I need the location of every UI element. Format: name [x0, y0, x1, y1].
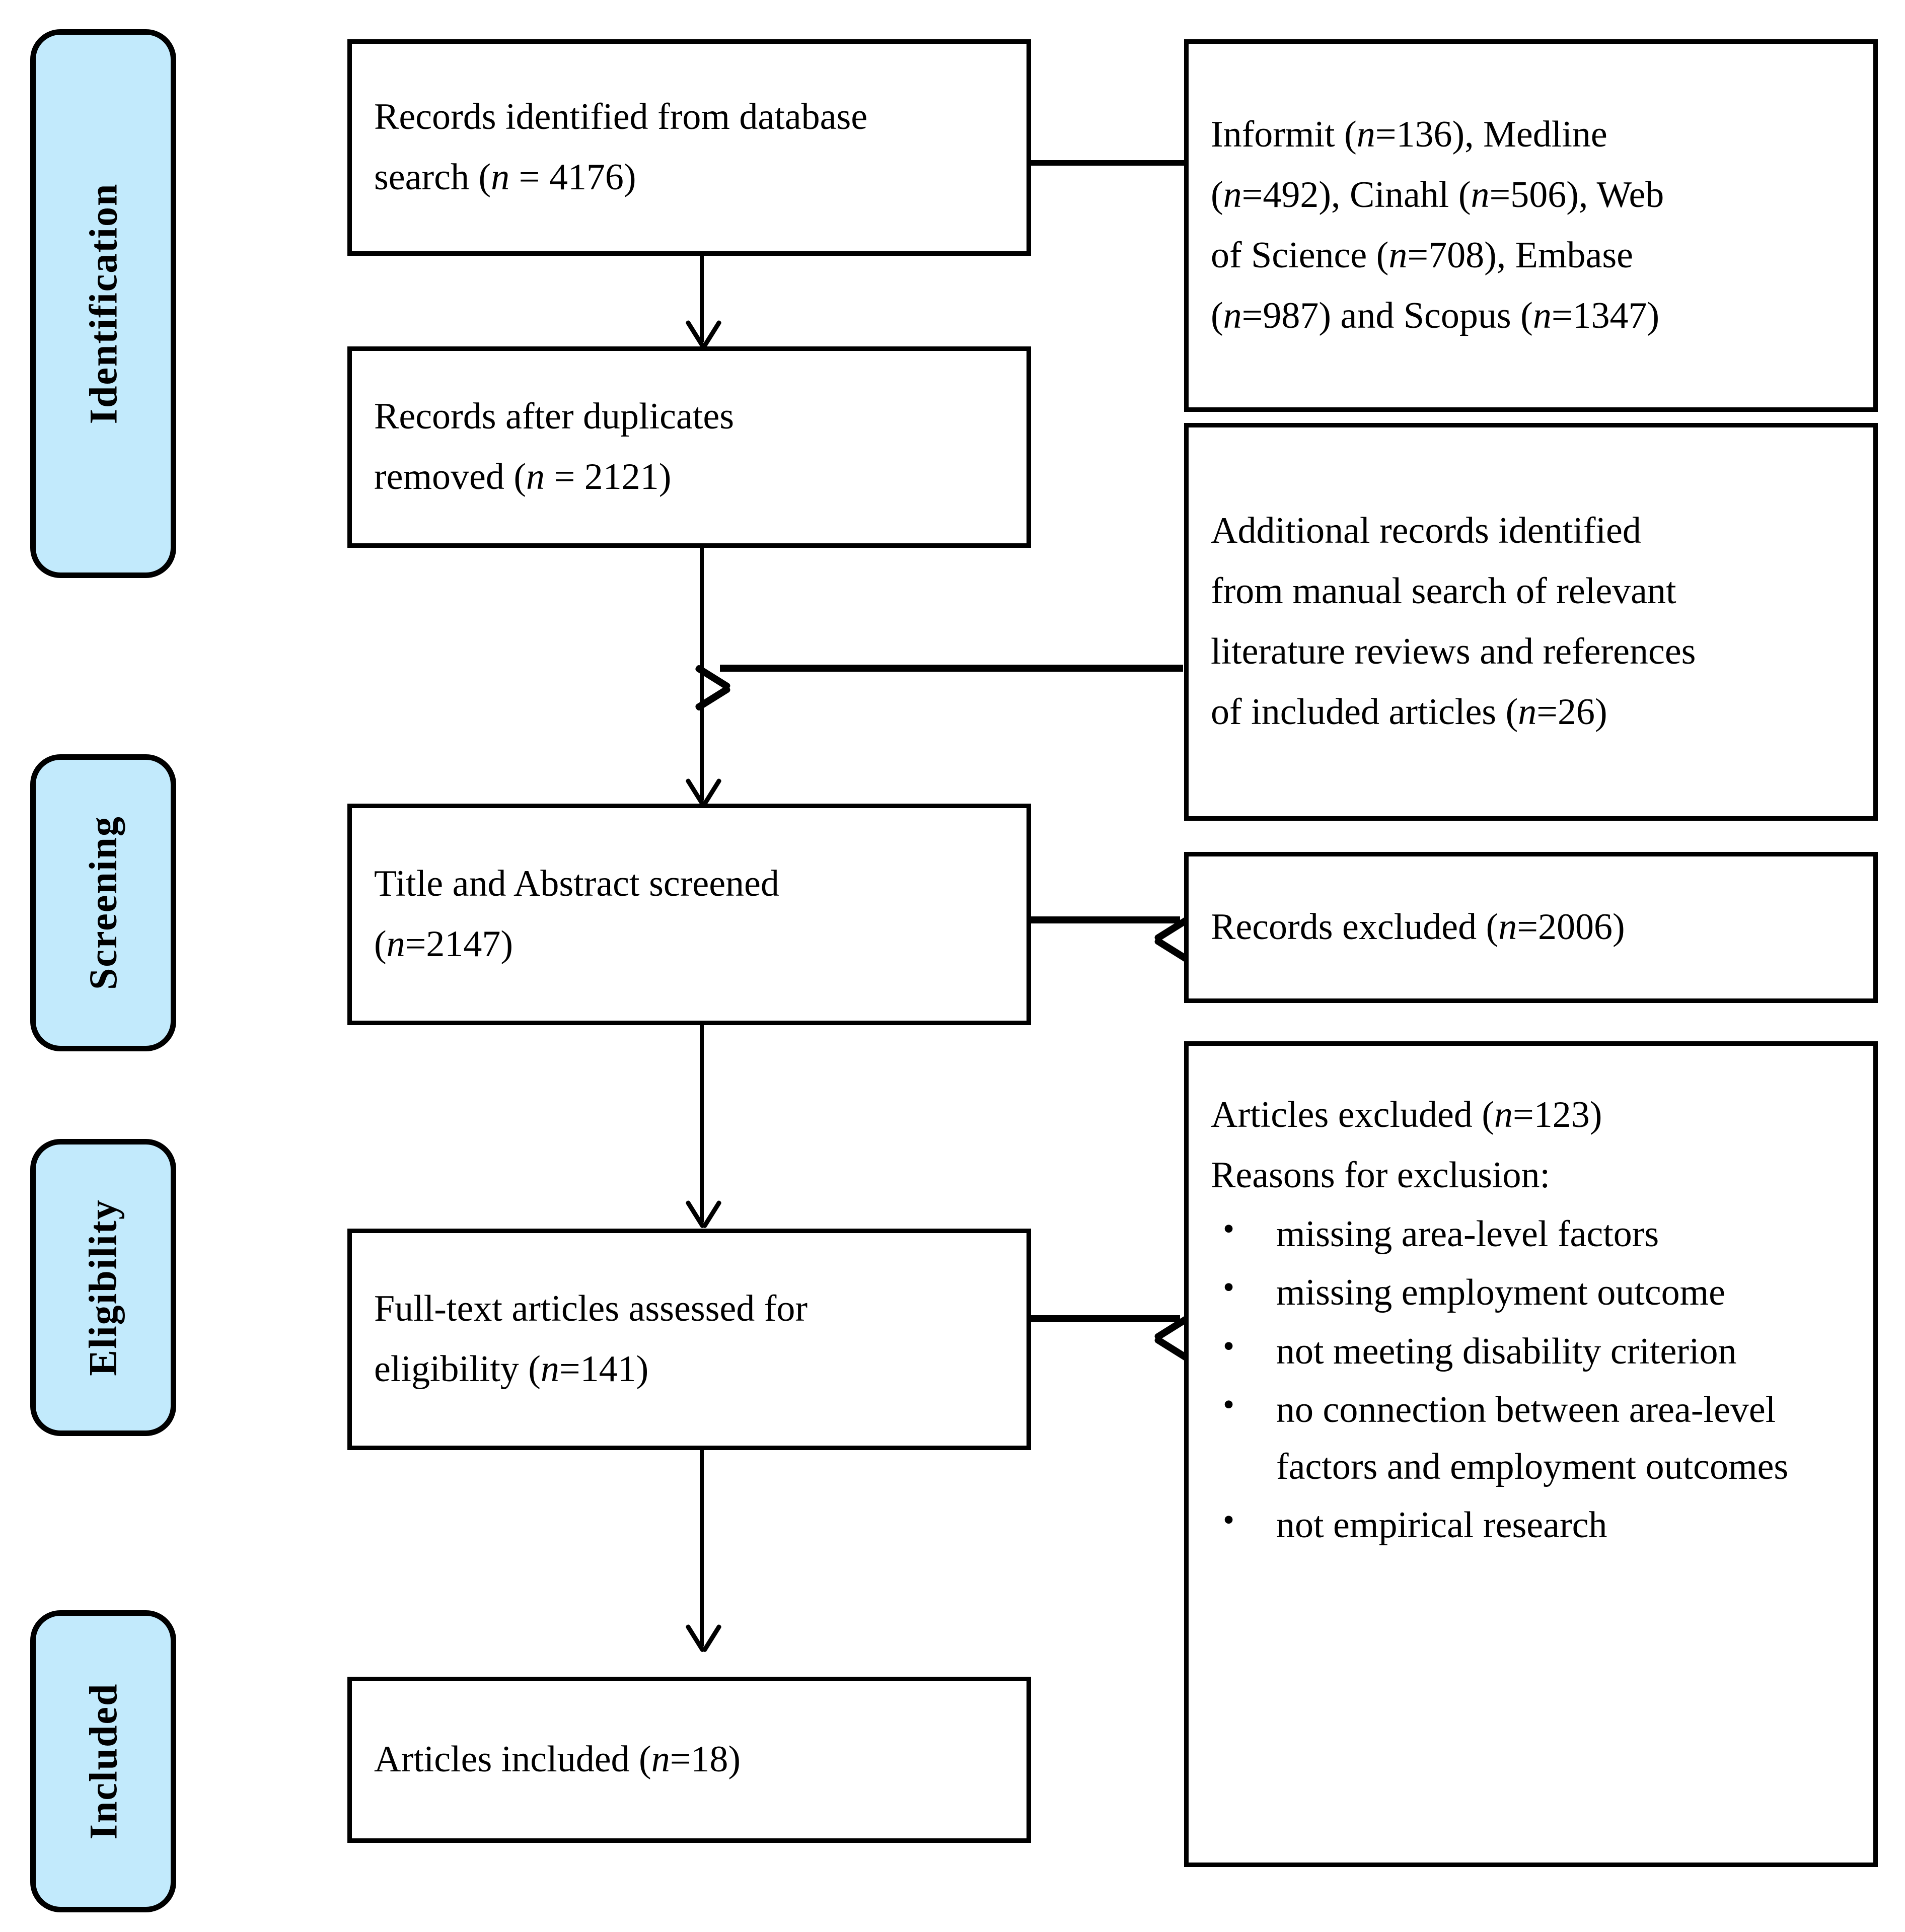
- records-identified-line2: search (n = 4176): [374, 157, 636, 198]
- stage-pill-included: Included: [30, 1610, 176, 1912]
- italic-n: n: [1388, 235, 1408, 276]
- articles-excluded-subheading: Reasons for exclusion:: [1211, 1154, 1551, 1196]
- database-breakdown-line2: (n=492), Cinahl (n=506), Web: [1211, 174, 1664, 216]
- italic-n: n: [491, 157, 510, 198]
- italic-n: n: [1532, 295, 1552, 336]
- italic-n: n: [540, 1348, 559, 1390]
- box-database-breakdown: Informit (n=136), Medline (n=492), Cinah…: [1184, 39, 1878, 412]
- connector-additional-to-spine: [720, 665, 1183, 672]
- box-articles-excluded: Articles excluded (n=123) Reasons for ex…: [1184, 1041, 1878, 1867]
- connector-fulltext-to-articles-excluded: [1029, 1315, 1180, 1322]
- italic-n: n: [1494, 1094, 1513, 1135]
- records-after-duplicates-line2: removed (n = 2121): [374, 456, 672, 497]
- title-abstract-screened-line1: Title and Abstract screened: [374, 863, 779, 905]
- title-abstract-screened-line2: (n=2147): [374, 923, 514, 965]
- italic-n: n: [526, 456, 545, 497]
- stage-label-screening: Screening: [81, 816, 125, 990]
- box-additional-records: Additional records identified from manua…: [1184, 423, 1878, 821]
- italic-n: n: [1223, 295, 1242, 336]
- additional-records-line3: literature reviews and references: [1211, 631, 1696, 672]
- box-title-abstract-screened: Title and Abstract screened (n=2147): [347, 804, 1031, 1025]
- records-excluded-text: Records excluded (n=2006): [1211, 906, 1625, 948]
- additional-records-line1: Additional records identified: [1211, 510, 1641, 552]
- list-item: missing employment outcome: [1211, 1262, 1851, 1321]
- italic-n: n: [1471, 174, 1490, 216]
- connector-fulltext-to-included: [700, 1450, 704, 1647]
- exclusion-reason-list: missing area-level factors missing emplo…: [1211, 1204, 1851, 1556]
- database-breakdown-line3: of Science (n=708), Embase: [1211, 235, 1634, 276]
- stage-label-included: Included: [81, 1683, 125, 1840]
- additional-records-line4: of included articles (n=26): [1211, 691, 1607, 733]
- list-item: missing area-level factors: [1211, 1204, 1851, 1262]
- fulltext-assessed-line1: Full-text articles assessed for: [374, 1288, 808, 1330]
- italic-n: n: [386, 923, 405, 965]
- records-identified-line1: Records identified from database: [374, 96, 868, 138]
- articles-included-text: Articles included (n=18): [374, 1739, 741, 1780]
- italic-n: n: [1498, 906, 1517, 948]
- box-records-after-duplicates: Records after duplicates removed (n = 21…: [347, 346, 1031, 548]
- connector-identified-to-databases: [1029, 160, 1186, 166]
- box-articles-included: Articles included (n=18): [347, 1677, 1031, 1843]
- stage-label-identification: Identification: [81, 183, 125, 424]
- connector-identified-to-duplicates: [700, 253, 704, 342]
- italic-n: n: [1356, 114, 1375, 156]
- fulltext-assessed-line2: eligibility (n=141): [374, 1348, 649, 1390]
- stage-pill-screening: Screening: [30, 754, 176, 1051]
- connector-screened-to-fulltext: [700, 1021, 704, 1223]
- records-after-duplicates-line1: Records after duplicates: [374, 396, 735, 438]
- italic-n: n: [651, 1739, 670, 1780]
- italic-n: n: [1518, 691, 1537, 733]
- connector-screened-to-records-excluded: [1029, 916, 1180, 923]
- italic-n: n: [1223, 174, 1242, 216]
- articles-excluded-heading: Articles excluded (n=123): [1211, 1094, 1602, 1135]
- list-item: no connection between area-level factors…: [1211, 1380, 1851, 1495]
- database-breakdown-line4: (n=987) and Scopus (n=1347): [1211, 295, 1660, 336]
- stage-pill-identification: Identification: [30, 29, 176, 578]
- list-item: not meeting disability criterion: [1211, 1321, 1851, 1380]
- list-item: not empirical research: [1211, 1495, 1851, 1553]
- box-records-excluded: Records excluded (n=2006): [1184, 852, 1878, 1003]
- box-records-identified: Records identified from database search …: [347, 39, 1031, 256]
- stage-pill-eligibility: Eligibility: [30, 1139, 176, 1436]
- additional-records-line2: from manual search of relevant: [1211, 570, 1676, 612]
- box-fulltext-assessed: Full-text articles assessed for eligibil…: [347, 1229, 1031, 1450]
- database-breakdown-line1: Informit (n=136), Medline: [1211, 114, 1607, 156]
- stage-label-eligibility: Eligibility: [81, 1199, 125, 1376]
